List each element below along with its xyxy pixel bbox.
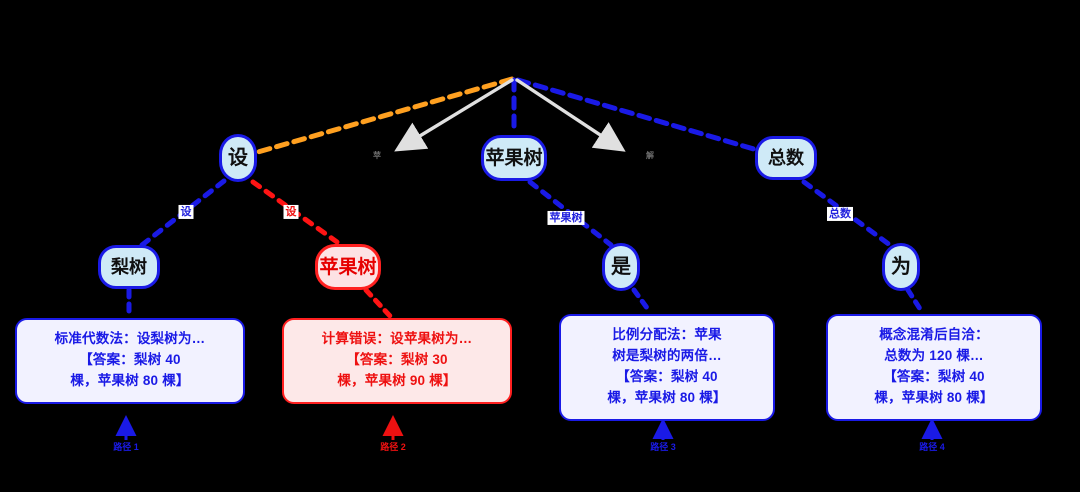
answer-line: 总数为 120 棵…: [884, 347, 984, 363]
path-caption-path-1: 路径 1: [113, 442, 139, 452]
answer-line: 棵，苹果树 80 棵】: [874, 389, 994, 405]
node-pingguo1[interactable]: 苹果树: [481, 135, 547, 181]
node-shi[interactable]: 是: [602, 243, 640, 291]
gray-annotation-gray-right: 解: [646, 151, 654, 160]
node-she[interactable]: 设: [219, 134, 257, 182]
edge-root-to-she: [255, 76, 515, 155]
path-caption-path-4: 路径 4: [919, 442, 945, 452]
edge-label-lbl-she-left: 设: [178, 204, 194, 220]
answer-box-leaf-3[interactable]: 比例分配法：苹果树是梨树的两倍… 【答案：梨树 40 棵，苹果树 80 棵】: [559, 314, 775, 421]
edge-label-lbl-pingguo: 苹果树: [547, 210, 585, 226]
answer-line: 棵，苹果树 80 棵】: [70, 372, 190, 388]
answer-line: 计算错误：设苹果树为…: [321, 331, 473, 346]
node-wei[interactable]: 为: [882, 243, 920, 291]
answer-line: 比例分配法：苹果: [612, 327, 722, 342]
answer-line: 概念混淆后自洽：: [879, 327, 989, 342]
path-caption-path-2: 路径 2: [380, 442, 406, 452]
answer-line: 棵，苹果树 90 棵】: [337, 372, 457, 388]
answer-box-leaf-2[interactable]: 计算错误：设苹果树为… 【答案：梨树 30 棵，苹果树 90 棵】: [282, 318, 512, 404]
answer-box-leaf-4[interactable]: 概念混淆后自洽： 总数为 120 棵… 【答案：梨树 40 棵，苹果树 80 棵】: [826, 314, 1042, 421]
answer-line: 棵，苹果树 80 棵】: [607, 389, 727, 405]
gray-annotation-gray-left: 苹: [373, 151, 381, 160]
edge-shi-to-leaf3: [631, 287, 653, 315]
answer-box-leaf-1[interactable]: 标准代数法：设梨树为… 【答案：梨树 40 棵，苹果树 80 棵】: [15, 318, 245, 404]
answer-line: 【答案：梨树 40: [883, 368, 985, 384]
answer-line: 【答案：梨树 30: [346, 351, 448, 367]
node-lishu[interactable]: 梨树: [98, 245, 160, 289]
answer-line: 树是梨树的两倍…: [612, 347, 722, 363]
path-caption-path-3: 路径 3: [650, 442, 676, 452]
edge-root-to-zongshu: [515, 77, 767, 155]
edge-label-lbl-she-right: 设: [283, 204, 299, 220]
node-zongshu[interactable]: 总数: [755, 136, 817, 180]
answer-line: 【答案：梨树 40: [616, 368, 718, 384]
node-pingguo2[interactable]: 苹果树: [315, 244, 381, 290]
answer-line: 【答案：梨树 40: [79, 351, 181, 367]
edge-wei-to-leaf4: [905, 287, 925, 315]
answer-line: 标准代数法：设梨树为…: [54, 331, 206, 346]
edge-pingguoshu-error-to-leaf2: [363, 287, 393, 319]
edge-label-lbl-zongshu: 总数: [827, 206, 853, 222]
